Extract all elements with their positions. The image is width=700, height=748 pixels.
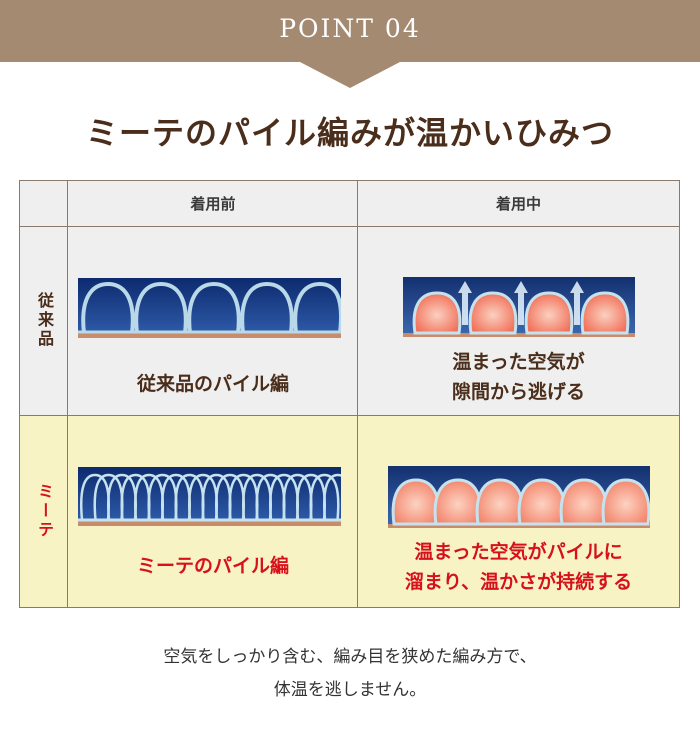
heat-retained-illustration: [388, 466, 650, 528]
caption-line: 隙間から逃げる: [451, 381, 585, 403]
caption-heat-retained: 温まった空気がパイルに 溜まり、温かさが持続する: [358, 537, 679, 597]
divider: [20, 226, 679, 227]
point-banner: POINT 04: [0, 0, 700, 62]
page-title: ミーテのパイル編みが温かいひみつ: [85, 114, 614, 152]
footer-line-1: 空気をしっかり含む、編み目を狭めた編み方で、: [163, 647, 537, 667]
heat-escaping-illustration: [403, 277, 635, 337]
row-label-text: 従来品: [35, 292, 54, 349]
divider: [67, 181, 68, 607]
caption-heat-escapes: 温まった空気が 隙間から逃げる: [358, 347, 679, 407]
caption-line: 温まった空気が: [452, 351, 585, 373]
pile-loop: [309, 473, 340, 521]
pile-loop: [323, 473, 341, 521]
caption-miite-pile: ミーテのパイル編: [136, 555, 289, 577]
row-label-conventional: 従来品: [20, 226, 68, 415]
caption-line: 溜まり、温かさが持続する: [404, 571, 633, 593]
conventional-pile-illustration: [78, 278, 341, 338]
row-label-text: ミーテ: [35, 482, 54, 540]
footer-line-2: 体温を逃しません。: [273, 680, 427, 700]
divider: [357, 181, 358, 607]
banner-notch: [300, 62, 400, 88]
column-header-during: 着用中: [358, 181, 679, 226]
caption-conventional-pile: 従来品のパイル編: [136, 373, 289, 395]
miite-pile-illustration: [78, 467, 341, 526]
row-label-miite: ミーテ: [20, 415, 68, 607]
comparison-table: 着用前 着用中 従来品 ミーテ 従来品のパイル編: [19, 180, 680, 608]
point-label: POINT 04: [279, 14, 421, 43]
table-corner-cell: [20, 181, 68, 226]
caption-line: 温まった空気がパイルに: [414, 541, 623, 563]
divider: [20, 415, 679, 416]
column-header-before: 着用前: [68, 181, 358, 226]
